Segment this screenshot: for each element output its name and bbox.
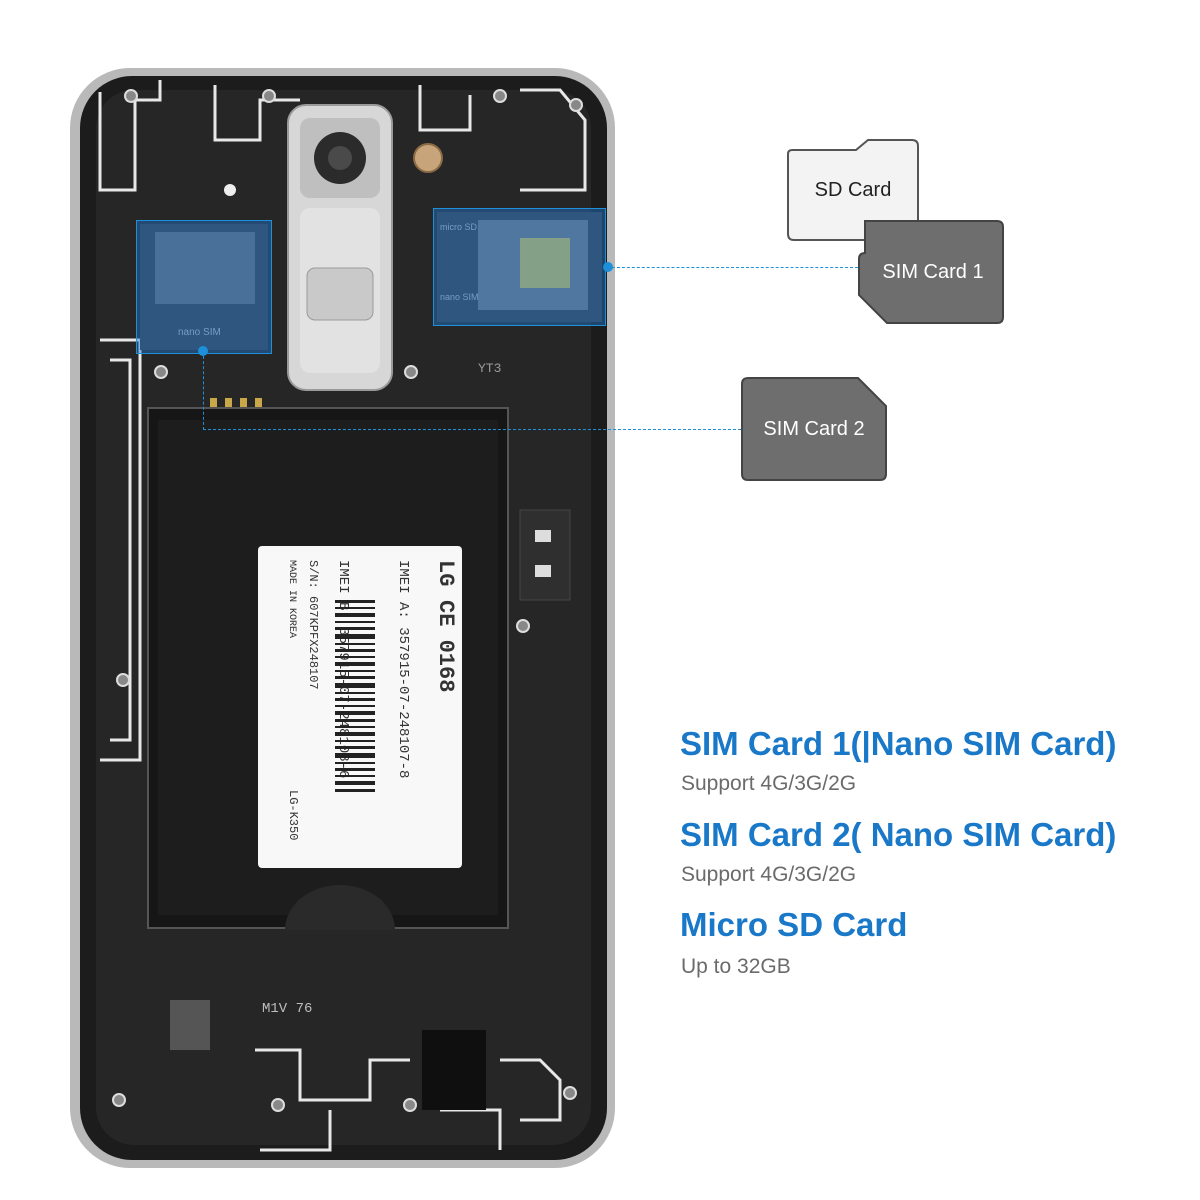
feature-title-micro-sd: Micro SD Card: [680, 906, 908, 943]
sticker-serial: S/N: 607KPFX248107: [306, 560, 320, 690]
feature-detail-micro-sd: Up to 32GB: [681, 955, 791, 978]
sim-card-1-label: SIM Card 1: [882, 260, 984, 283]
nano-sim-mark-2: nano SIM: [440, 292, 479, 302]
sticker-imei-a: IMEI A: 357915-07-248107-8: [395, 560, 411, 778]
sim-card-1-sd-slot-highlight: [433, 208, 606, 326]
sim-card-2-label: SIM Card 2: [763, 417, 865, 440]
sticker-imei-b: IMEI B: 357915-07-248108-6: [335, 560, 351, 778]
micro-sd-mark: micro SD: [440, 222, 478, 232]
feature-detail-sim-2: Support 4G/3G/2G: [681, 863, 857, 886]
connector-line-sim2-vertical: [203, 356, 204, 430]
feature-title-sim-1: SIM Card 1(|Nano SIM Card): [680, 725, 1117, 762]
barcode: [335, 600, 375, 792]
sim-card-2-slot-highlight: [136, 220, 272, 354]
connector-line-sim1: [612, 267, 858, 268]
board-code-m1v: M1V 76: [262, 1001, 312, 1017]
flash-icon: [413, 143, 443, 173]
connector-dot-slot-1: [603, 262, 613, 272]
feature-title-sim-2: SIM Card 2( Nano SIM Card): [680, 816, 1117, 853]
board-code-yt3: YT3: [478, 361, 501, 376]
sticker-ce-mark: CE 0168: [433, 600, 458, 692]
feature-detail-sim-1: Support 4G/3G/2G: [681, 772, 857, 795]
circuit-traces: [98, 80, 587, 1152]
sim-card-2: SIM Card 2: [740, 376, 888, 482]
phone-back-illustration: LG CE 0168 IMEI A: 357915-07-248107-8 IM…: [70, 68, 615, 1168]
connector-dot-slot-2: [198, 346, 208, 356]
sticker-brand: LG: [433, 560, 458, 586]
sticker-made-in: MADE IN KOREA: [286, 560, 297, 638]
power-button: [306, 267, 374, 321]
sticker-model: LG-K350: [286, 790, 300, 840]
nano-sim-mark: nano SIM: [178, 327, 221, 338]
sim-card-1: SIM Card 1: [857, 219, 1005, 325]
speaker-grille: [170, 1000, 210, 1050]
sd-card-label: SD Card: [814, 178, 892, 201]
connector-line-sim2: [203, 429, 741, 430]
